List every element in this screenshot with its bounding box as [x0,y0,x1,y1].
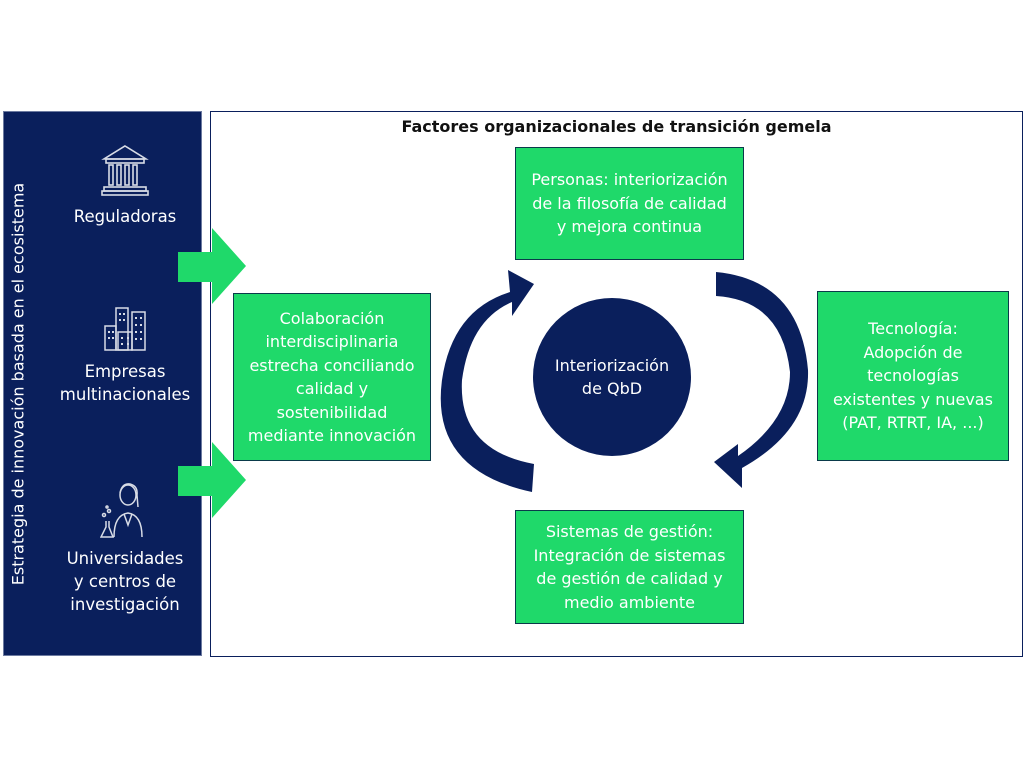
twin-transition-frame [210,111,1023,657]
actor-universities: Universidades y centros de investigación [48,481,202,616]
box-line: Integración de sistemas [533,545,726,565]
actor-regulators: Reguladoras [48,143,202,228]
actor-label: investigación [70,595,180,614]
cycle-arrow-right [714,272,809,488]
actor-label: Empresas [84,362,166,381]
office-buildings-icon [104,307,146,351]
factor-technology-box: Tecnología: Adopción de tecnologías exis… [817,291,1009,461]
box-line: sostenibilidad [276,402,388,422]
actor-multinationals: Empresas multinacionales [48,306,202,406]
green-arrow-upper [178,228,246,304]
ecosystem-panel [3,111,202,656]
government-building-icon [101,145,149,196]
cycle-arrow-left [440,270,534,492]
box-line: interdisciplinaria [265,332,399,351]
center-line: Interiorización [554,356,670,375]
actor-label: Reguladoras [73,207,177,226]
box-line: mediante innovación [247,426,417,445]
box-line: tecnologías [867,366,959,386]
box-line: y mejora continua [556,217,703,237]
box-line: de la filosofía de calidad [532,193,727,213]
box-line: Sistemas de gestión: [545,522,714,541]
box-line: de gestión de calidad y [536,569,723,588]
green-arrow-lower [178,442,246,518]
box-line: existentes y nuevas [833,389,993,409]
actor-label: Universidades [66,549,184,568]
qbd-center-circle: Interiorización de QbD [533,298,691,456]
box-line: (PAT, RTRT, IA, ...) [842,413,984,433]
factor-people-box: Personas: interiorización de la filosofí… [515,147,744,260]
box-line: Adopción de [863,342,963,362]
box-line: calidad y [295,379,369,398]
center-line: de QbD [581,379,643,398]
collaboration-box: Colaboración interdisciplinaria estrecha… [233,293,431,461]
diagram-title: Factores organizacionales de transición … [401,117,832,136]
box-line: medio ambiente [563,592,695,612]
actor-label: multinacionales [59,385,191,404]
factor-management-systems-box: Sistemas de gestión: Integración de sist… [515,510,744,624]
scientist-icon [100,483,143,538]
box-line: estrecha conciliando [249,355,415,375]
box-line: Personas: interiorización [531,170,728,190]
box-line: Tecnología: [868,319,958,339]
box-line: Colaboración [279,308,385,328]
actor-label: y centros de [73,572,177,591]
